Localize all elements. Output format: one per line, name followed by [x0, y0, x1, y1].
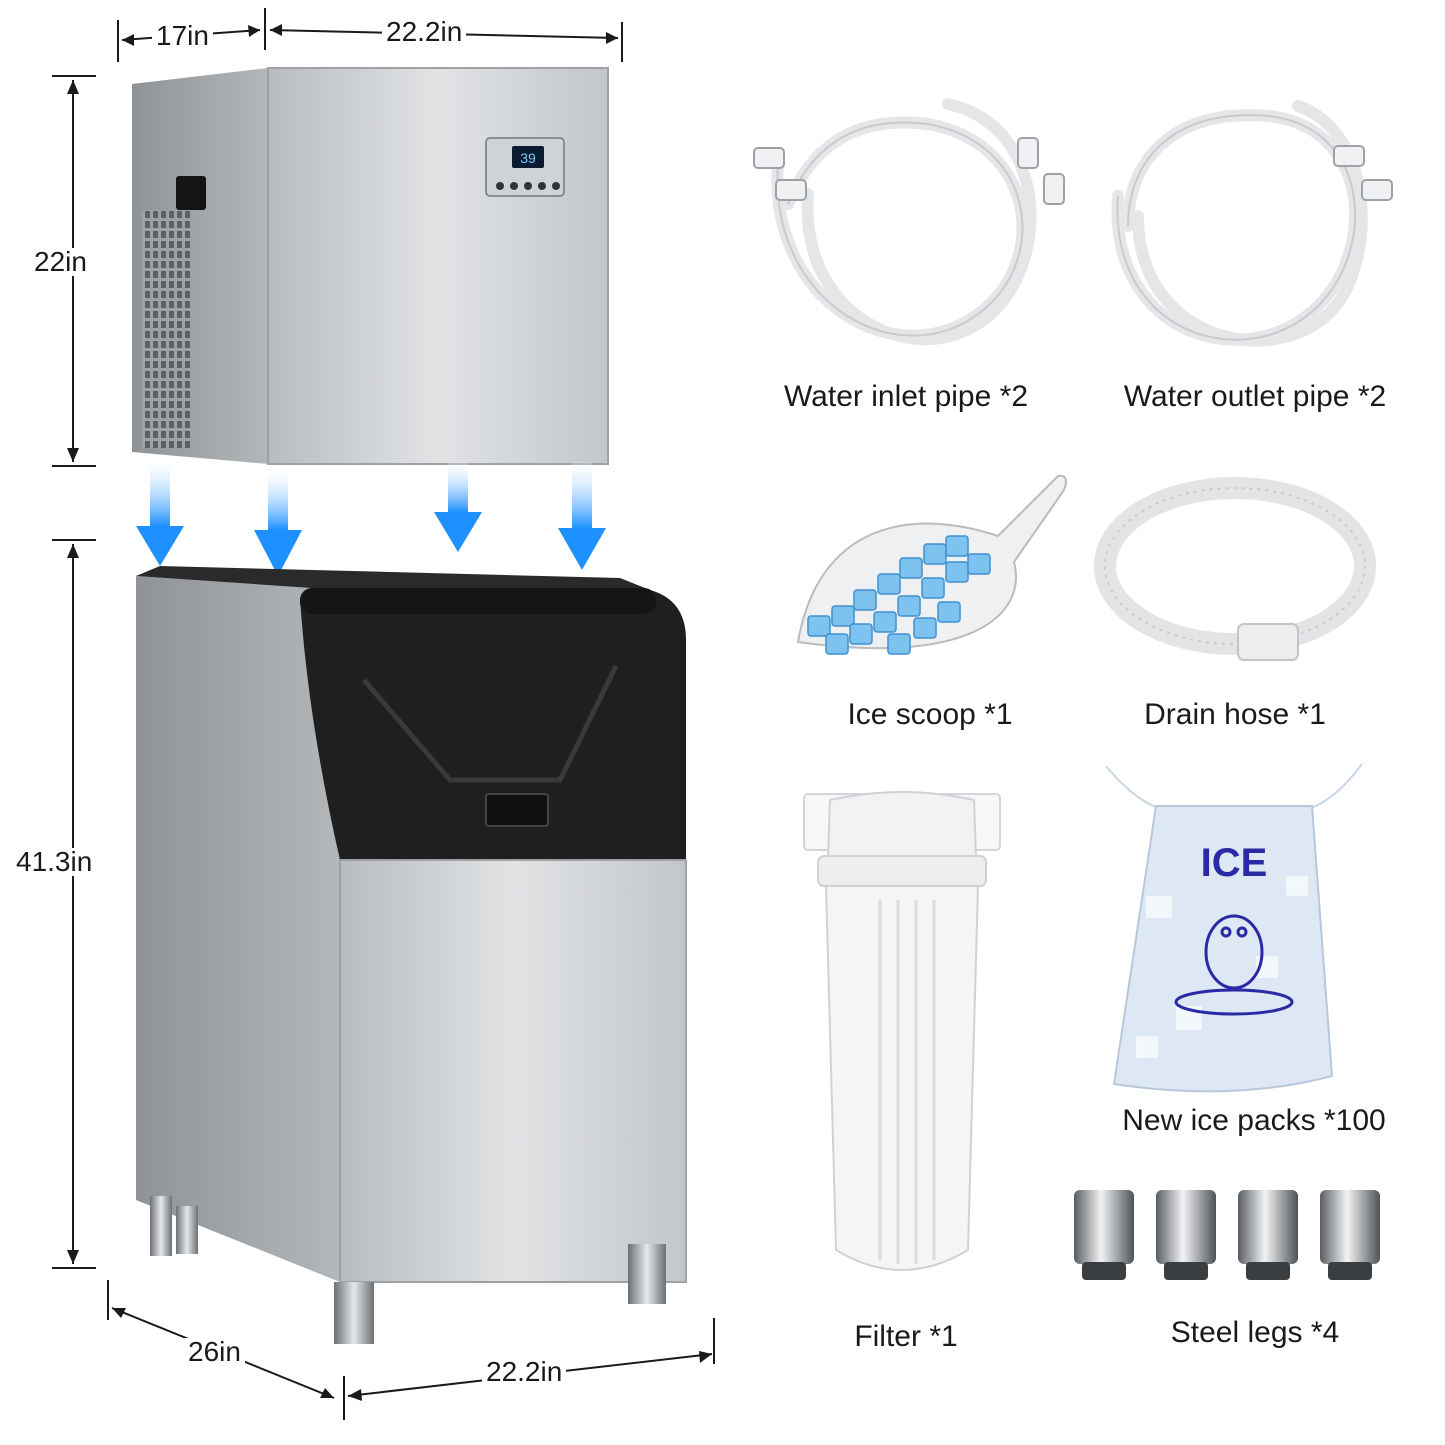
dimension-bottom-depth: 26in [184, 1338, 245, 1366]
ice-maker-head: 39 [132, 67, 609, 465]
caption-drain-hose: Drain hose *1 [1144, 698, 1326, 731]
ice-bag-brand: ICE [1201, 841, 1268, 885]
water-outlet-pipe-image [1111, 100, 1393, 347]
assembly-arrows [136, 460, 606, 576]
penguin-icon [1174, 914, 1294, 1016]
caption-water-outlet-pipe: Water outlet pipe *2 [1123, 380, 1387, 413]
display-readout: 39 [520, 150, 536, 166]
dimension-top-width: 22.2in [382, 18, 467, 46]
storage-bin [136, 566, 687, 1283]
filter-image [803, 791, 1001, 1271]
control-panel: 39 [485, 137, 565, 197]
caption-ice-scoop: Ice scoop *1 [847, 698, 1013, 731]
bin-legs [150, 1196, 666, 1344]
ice-machine-illustration: 39 [52, 8, 715, 1420]
caption-water-inlet-pipe: Water inlet pipe *2 [783, 380, 1028, 413]
dimension-top-depth: 17in [152, 22, 213, 50]
ice-pack-bag-image: ICE [1105, 763, 1363, 1093]
dimension-bin-height: 41.3in [12, 848, 97, 876]
dimension-top-height: 22in [30, 248, 91, 276]
dimension-bottom-width: 22.2in [482, 1358, 567, 1386]
steel-legs-image [1074, 1190, 1380, 1280]
caption-ice-packs: New ice packs *100 [1122, 1104, 1386, 1137]
caption-filter: Filter *1 [854, 1320, 958, 1353]
caption-steel-legs: Steel legs *4 [1170, 1316, 1340, 1349]
water-inlet-pipe-image [753, 98, 1065, 346]
drain-hose-image [1094, 477, 1376, 661]
dimension-arrowheads [67, 24, 712, 1401]
ice-scoop-image [796, 474, 1067, 655]
